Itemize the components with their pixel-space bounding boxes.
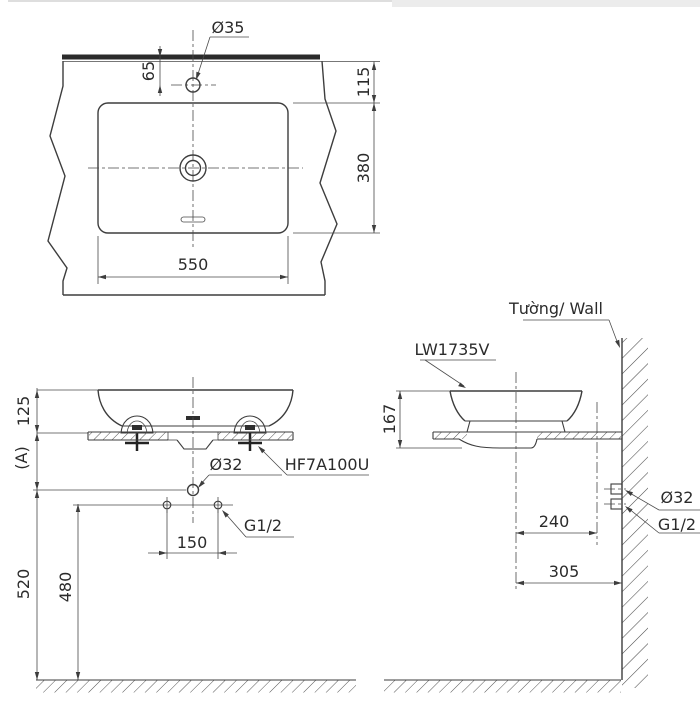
counter-break-edge-left [47,61,68,295]
floor-hatch-left [36,680,356,693]
dim-480-text: 480 [56,572,75,603]
model-text: LW1735V [415,340,490,359]
fixing-kit-text: HF7A100U [285,455,370,474]
dim-150: 150 [148,510,237,559]
dim-150-text: 150 [177,533,208,552]
label-supply-thread-side: G1/2 [625,506,700,534]
wall-label-text: Tường/ Wall [508,299,603,318]
dim-125-text: 125 [14,396,33,427]
dim-380-text: 380 [354,153,373,184]
label-supply-thread-front: G1/2 [222,510,294,538]
label-drain-dia-side: Ø32 [625,488,700,511]
dim-125-A-520: 125 (A) 520 [12,388,40,680]
overflow-slot [180,216,206,223]
counter-section-side [432,431,622,440]
label-model: LW1735V [415,340,496,388]
drain-hole-outer [179,154,207,182]
dim-115-380: 115 380 [293,61,380,234]
dim-240: 240 [516,512,597,536]
counter-hatch-left [89,432,168,440]
bowl-side-left [97,389,123,427]
dim-480: 480 [56,504,81,680]
top-border-artifact-right [392,0,700,7]
dim-520-text: 520 [14,569,33,600]
faucet-hole [185,77,201,93]
leader-arrow [196,71,201,80]
supply-thread-text: G1/2 [244,516,282,535]
label-faucet-dia: Ø35 [196,18,249,80]
top-border-artifact [8,0,700,2]
dim-550: 550 [97,236,289,284]
bowl-side-profile-right [566,390,583,422]
label-wall: Tường/ Wall [508,299,620,348]
leader-line [196,36,211,78]
bowl-foot-right [561,420,566,433]
bowl-foot-left [466,420,471,433]
supply-thread-side-text: G1/2 [658,515,696,534]
dim-115-text: 115 [354,67,373,98]
wall-hatch [622,338,648,688]
floor-hatch-right [384,680,621,693]
dim-167-text: 167 [380,404,399,435]
top-view: Ø35 65 115 380 [47,18,380,296]
dim-A-text: (A) [12,446,31,469]
dim-65-text: 65 [139,61,158,81]
drain-outlet-circle [186,483,200,497]
drain-hole-inner [184,159,202,177]
wall-outlets [604,483,626,510]
bowl-side-right [268,389,294,427]
dim-167: 167 [380,390,462,449]
label-fixing-kit: HF7A100U [258,446,370,476]
label-drain-dia-front: Ø32 [198,455,282,488]
dim-305-text: 305 [549,562,580,581]
counter-section [87,431,294,441]
dim-550-text: 550 [178,255,209,274]
faucet-dia-text: Ø35 [212,18,245,37]
side-view: Tường/ Wall LW1735V [380,299,700,693]
front-view: 125 (A) 520 480 150 Ø32 HF7A100 [12,377,369,693]
counter-break-edge-right [319,60,338,295]
dim-305: 305 [516,562,622,586]
dim-65: 65 [139,46,163,96]
counter-hatch-right [218,432,292,440]
drain-dia-side-text: Ø32 [661,488,694,507]
drain-boss [168,439,218,450]
dim-240-text: 240 [539,512,570,531]
drain-boss-side [458,438,538,449]
drain-dia-text: Ø32 [210,455,243,474]
bowl-side-profile-left [449,390,466,422]
